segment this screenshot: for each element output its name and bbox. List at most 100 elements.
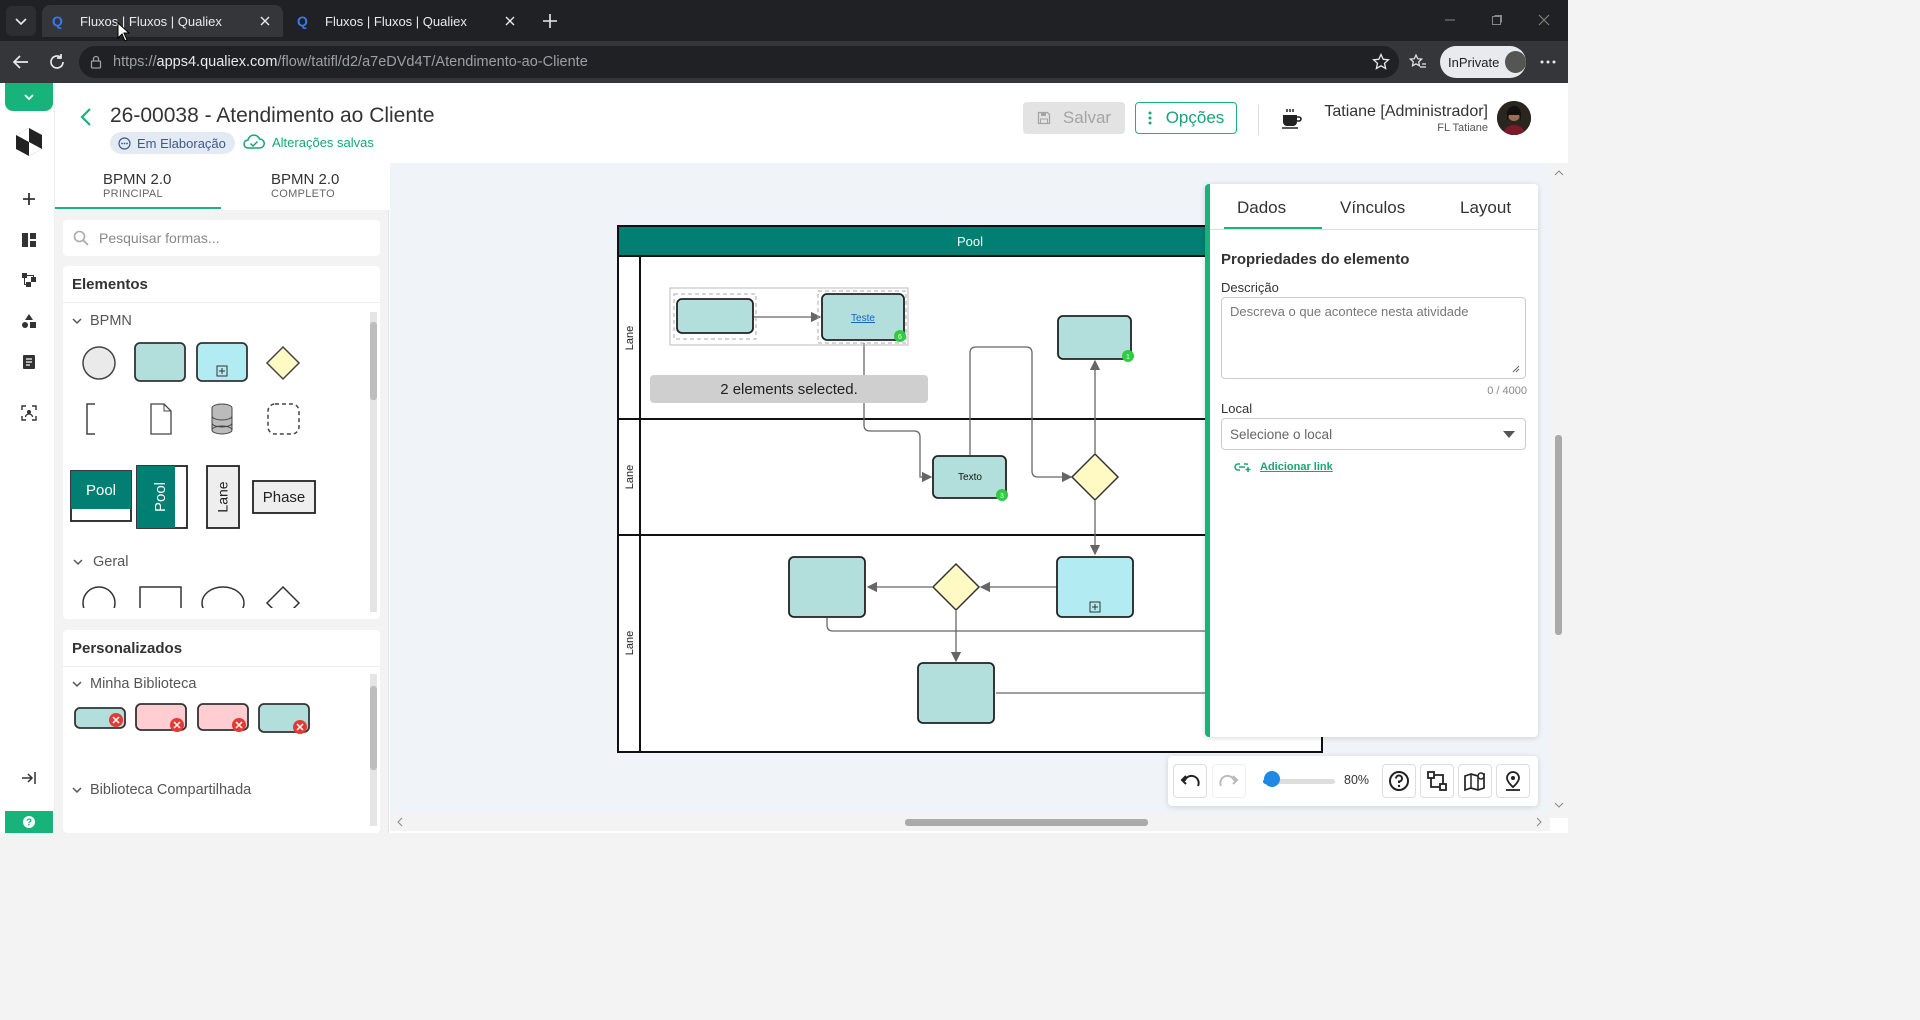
restore-button[interactable] — [1487, 10, 1507, 30]
ellipse-shape[interactable] — [201, 586, 245, 608]
custom-scrollbar[interactable] — [370, 674, 377, 826]
save-button[interactable]: Salvar — [1023, 102, 1125, 134]
custom-shape-2[interactable] — [135, 703, 187, 732]
scroll-thumb[interactable] — [370, 686, 377, 770]
options-button[interactable]: Opções — [1135, 102, 1237, 134]
undo-button[interactable] — [1173, 764, 1207, 798]
scan-button[interactable] — [15, 399, 43, 427]
tab-list-button[interactable] — [6, 6, 36, 36]
diamond-shape[interactable] — [265, 585, 301, 608]
custom-shape-3[interactable] — [197, 703, 249, 732]
lane-shape[interactable]: Lane — [206, 465, 240, 529]
dashboard-button[interactable] — [15, 226, 43, 254]
data-store-shape[interactable] — [211, 403, 233, 435]
browser-tab-2[interactable]: Q Fluxos | Fluxos | Qualiex — [287, 5, 528, 37]
resize-handle-icon[interactable] — [1512, 365, 1520, 373]
task-teste[interactable]: Teste 6 — [821, 293, 906, 342]
chevron-down-icon — [72, 787, 82, 794]
diagram-svg[interactable]: Pool Lane Lane Lane — [390, 163, 1550, 818]
subprocess-1[interactable] — [1056, 556, 1134, 618]
close-tab-icon[interactable] — [257, 13, 273, 29]
group-shape[interactable] — [267, 403, 300, 435]
rectangle-shape[interactable] — [139, 586, 182, 608]
task-bottom-left[interactable] — [788, 556, 866, 618]
help-button[interactable]: ? — [5, 811, 53, 833]
gateway-1[interactable] — [1070, 452, 1120, 502]
tab-vinculos[interactable]: Vínculos — [1340, 198, 1406, 217]
collapse-rail-button[interactable] — [15, 764, 43, 792]
url-bar[interactable]: https://apps4.qualiex.com/flow/tatifl/d2… — [79, 46, 1399, 78]
annotation-shape[interactable] — [86, 403, 95, 435]
my-library-shapes[interactable] — [63, 700, 363, 740]
elements-scrollbar[interactable] — [370, 312, 377, 612]
close-tab-icon[interactable] — [502, 13, 518, 29]
task-shape[interactable] — [134, 342, 186, 382]
task-selected-1[interactable] — [676, 298, 754, 334]
scroll-thumb[interactable] — [370, 322, 377, 400]
task-texto[interactable]: Texto 3 — [932, 455, 1008, 501]
inprivate-badge[interactable]: InPrivate — [1440, 46, 1526, 78]
coffee-cup-icon[interactable] — [1281, 107, 1303, 129]
favorite-button[interactable] — [1369, 50, 1393, 74]
badge-teste: 6 — [898, 334, 902, 341]
subprocess-shape[interactable] — [196, 342, 248, 382]
start-event-shape[interactable] — [82, 346, 116, 380]
tab-bpmn-completo[interactable]: BPMN 2.0 COMPLETO — [271, 171, 339, 200]
redo-button[interactable] — [1212, 764, 1246, 798]
flows-button[interactable] — [15, 266, 43, 294]
task-bottom[interactable] — [917, 662, 995, 724]
group-geral-header[interactable]: Geral — [73, 554, 128, 570]
documents-button[interactable] — [15, 348, 43, 376]
selection-box[interactable] — [669, 287, 909, 346]
bpmn-shape-palette[interactable]: Pool Pool Lane Phase Geral — [63, 328, 368, 608]
back-arrow-icon[interactable] — [75, 105, 99, 129]
browser-menu-button[interactable] — [1536, 50, 1560, 74]
circle-shape[interactable] — [82, 586, 116, 608]
local-select[interactable]: Selecione o local — [1221, 418, 1526, 450]
user-name[interactable]: Tatiane [Administrador] — [1324, 103, 1488, 120]
canvas-vertical-scrollbar[interactable] — [1550, 163, 1568, 818]
add-link-button[interactable]: Adicionar link — [1234, 461, 1333, 473]
phase-shape[interactable]: Phase — [252, 480, 316, 514]
connectors[interactable] — [754, 311, 1207, 694]
canvas-horizontal-scrollbar[interactable] — [390, 813, 1550, 831]
star-icon — [1372, 53, 1390, 70]
shapes-button[interactable] — [15, 307, 43, 335]
favorites-list-button[interactable] — [1406, 50, 1430, 74]
badge-texto: 3 — [1000, 493, 1004, 500]
custom-shape-4[interactable] — [258, 703, 310, 734]
reload-icon — [50, 54, 64, 69]
module-menu-button[interactable] — [5, 83, 53, 111]
shared-library-header[interactable]: Biblioteca Compartilhada — [72, 782, 251, 798]
gateway-shape[interactable] — [265, 345, 301, 381]
tab-layout[interactable]: Layout — [1460, 198, 1512, 217]
task-top-right[interactable]: 1 — [1057, 315, 1134, 362]
tab-dados[interactable]: Dados — [1237, 198, 1287, 217]
custom-shape-1[interactable] — [74, 707, 126, 729]
auto-layout-button[interactable] — [1420, 764, 1454, 798]
tab-bpmn-principal[interactable]: BPMN 2.0 PRINCIPAL — [103, 171, 171, 200]
browser-tab-1[interactable]: Q Fluxos | Fluxos | Qualiex — [42, 5, 283, 37]
user-avatar[interactable] — [1497, 101, 1531, 135]
minimize-button[interactable] — [1440, 10, 1460, 30]
reload-button[interactable] — [45, 50, 69, 74]
zoom-slider-handle[interactable] — [1263, 771, 1280, 787]
description-textarea[interactable]: Descreva o que acontece nesta atividade — [1221, 297, 1526, 379]
qualiex-logo[interactable] — [12, 125, 46, 159]
new-tab-button[interactable] — [537, 8, 563, 34]
back-button[interactable] — [9, 50, 33, 74]
data-object-shape[interactable] — [150, 403, 172, 435]
gateway-2[interactable] — [931, 562, 981, 612]
close-window-button[interactable] — [1534, 10, 1554, 30]
url-host: apps4.qualiex.com — [156, 54, 278, 70]
new-item-button[interactable] — [15, 185, 43, 213]
shape-search-input[interactable]: Pesquisar formas... — [63, 220, 380, 256]
group-bpmn-header[interactable]: BPMN — [72, 313, 132, 329]
locate-button[interactable] — [1496, 764, 1530, 798]
description-counter: 0 / 4000 — [1487, 385, 1527, 397]
help-button[interactable] — [1382, 764, 1416, 798]
minimap-button[interactable] — [1458, 764, 1492, 798]
pool-vertical-shape[interactable]: Pool — [136, 465, 188, 529]
my-library-header[interactable]: Minha Biblioteca — [72, 676, 196, 692]
pool-horizontal-shape[interactable]: Pool — [70, 470, 132, 522]
